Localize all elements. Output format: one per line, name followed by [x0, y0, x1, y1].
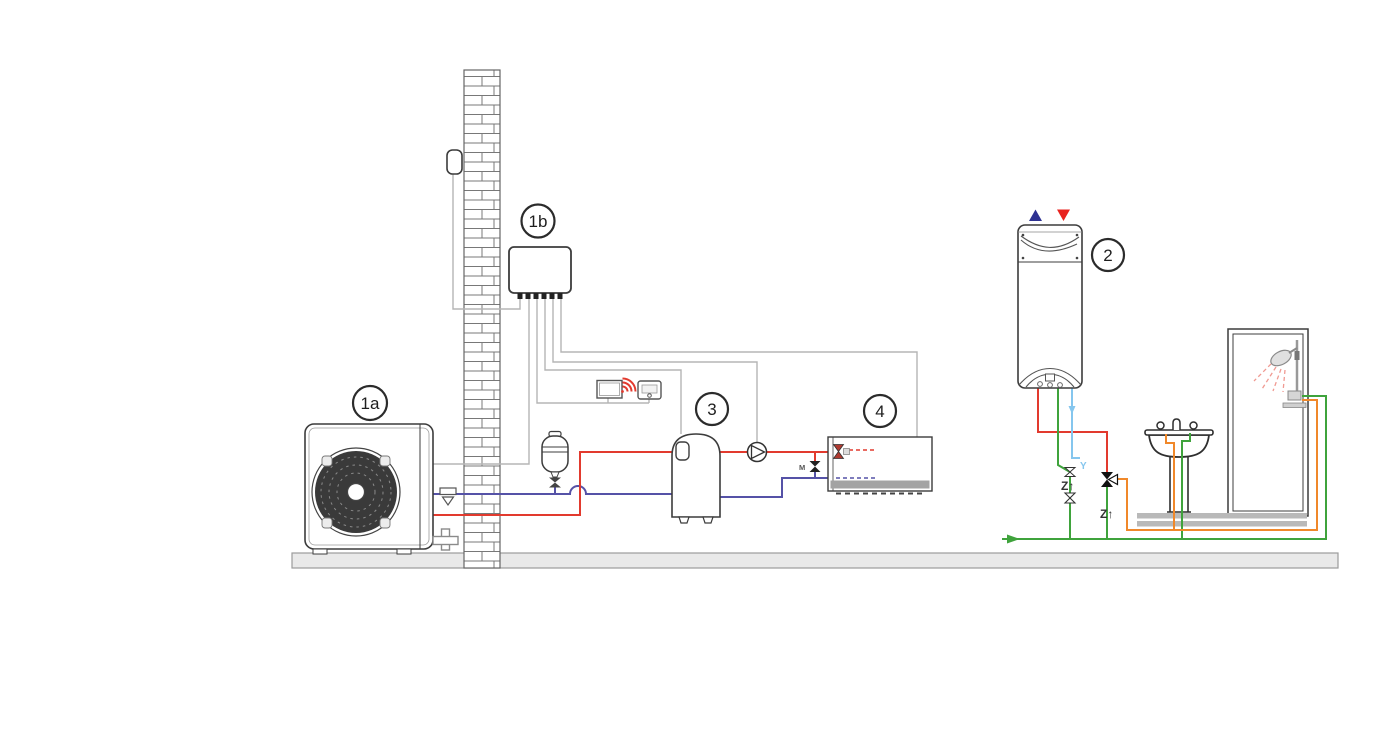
pedestal-sink — [1144, 418, 1214, 513]
pipe-mixed-main — [1117, 399, 1318, 531]
pipe-cold-to-sink — [1181, 433, 1191, 539]
mixing-valve-icon — [1101, 472, 1119, 487]
brick-wall — [463, 69, 501, 569]
room-thermostat-icon — [637, 380, 662, 400]
svg-text:2: 2 — [1103, 246, 1112, 265]
drain-fitting-icon — [432, 528, 459, 551]
pipe-condensate — [1071, 388, 1080, 459]
shower-spray-icon — [1253, 363, 1286, 393]
buffer-tank-3 — [671, 433, 721, 524]
expansion-vessel — [541, 430, 569, 488]
sink-bowl — [1147, 434, 1211, 458]
control-unit-body — [508, 246, 572, 294]
dhw-tank-bottom-fittings — [1037, 381, 1063, 388]
drain-valve-icon — [1063, 467, 1077, 477]
circulation-pump-icon — [746, 441, 768, 463]
outdoor-unit-inner-panel — [308, 427, 430, 546]
control-unit-1b — [508, 246, 572, 299]
wire-outdoor-unit — [433, 298, 530, 465]
sink-tap-icon — [1156, 418, 1198, 430]
motorized-valve-label: M — [799, 463, 805, 472]
buffer-tank-sensor-port — [675, 441, 690, 461]
condensate-drain-label: Y — [1080, 461, 1087, 472]
shower-enclosure — [1227, 328, 1309, 517]
control-unit-terminals — [517, 293, 563, 299]
fan-coil-unit-4 — [827, 436, 933, 495]
outdoor-unit-foot — [312, 548, 328, 555]
shower-frame — [1227, 328, 1309, 517]
wifi-signal-icon — [621, 377, 637, 393]
pipe-mixed-to-sink — [1165, 434, 1175, 530]
fan-coil-valve-icon — [832, 444, 850, 459]
bathroom-platform-bar — [1137, 521, 1307, 527]
label-1a: 1a — [351, 384, 389, 422]
wire-room-controls — [536, 298, 649, 404]
pipe-cold-to-tank — [1057, 388, 1071, 539]
cold-water-inlet-arrow — [1007, 534, 1020, 544]
air-intake-triangle-icon — [1029, 209, 1042, 221]
dhw-tank-2 — [1017, 209, 1083, 389]
svg-text:3: 3 — [707, 400, 716, 419]
shower-head-icon — [1270, 347, 1298, 367]
label-1b: 1b — [520, 203, 556, 239]
vessel-valve-icon — [549, 477, 561, 488]
condensate-flow-arrow — [1068, 406, 1076, 414]
domestic-water-pipes — [1002, 388, 1327, 544]
buffer-tank-feet — [678, 516, 714, 524]
pipe-return-buffer-to-fancoil — [720, 477, 828, 498]
outdoor-unit-1a — [304, 423, 434, 555]
wire-outdoor-sensor — [452, 174, 521, 310]
shower-rail-bracket — [1294, 351, 1300, 360]
outdoor-unit-foot — [396, 548, 412, 555]
wire-fan-coil — [560, 298, 918, 437]
pipe-cold-main — [1002, 395, 1327, 540]
primary-pipes — [433, 451, 828, 516]
shutoff-valve-label: Z↑ — [1061, 479, 1074, 493]
bathroom-platform-bar — [1137, 513, 1307, 519]
wire-buffer-tank-sensor — [544, 298, 682, 434]
bypass-valve-icon: M — [799, 461, 821, 472]
outdoor-sensor — [446, 149, 463, 175]
control-wires — [433, 174, 918, 465]
fan-icon — [311, 447, 401, 537]
return-pipe-valve-icon — [439, 487, 457, 507]
sink-pedestal — [1167, 457, 1191, 513]
svg-text:4: 4 — [875, 402, 884, 421]
shower-mixer — [1287, 390, 1302, 401]
shower-frame-inner — [1232, 333, 1304, 512]
label-2: 2 — [1090, 237, 1126, 273]
floor — [291, 552, 1339, 569]
cold-feed-valve-group: Z↑ — [1061, 467, 1077, 504]
check-valve-icon — [1063, 492, 1077, 504]
fan-coil-grille — [830, 480, 930, 489]
air-exhaust-triangle-icon — [1057, 209, 1070, 221]
pipe-flow-hp-to-buffer — [433, 451, 672, 516]
dhw-tank-body — [1017, 224, 1083, 389]
svg-text:1b: 1b — [529, 212, 548, 231]
svg-text:1a: 1a — [361, 394, 380, 413]
dhw-tank-screws — [1021, 233, 1079, 260]
sink-rim — [1144, 429, 1214, 436]
wire-circulation-pump — [552, 298, 758, 444]
pipe-return-hp-to-buffer — [433, 485, 672, 495]
shutoff-valve-label: Z↑ — [1100, 507, 1113, 521]
label-4: 4 — [862, 393, 898, 429]
wifi-gateway-icon — [596, 379, 623, 399]
label-3: 3 — [694, 391, 730, 427]
shower-shelf — [1282, 402, 1307, 408]
